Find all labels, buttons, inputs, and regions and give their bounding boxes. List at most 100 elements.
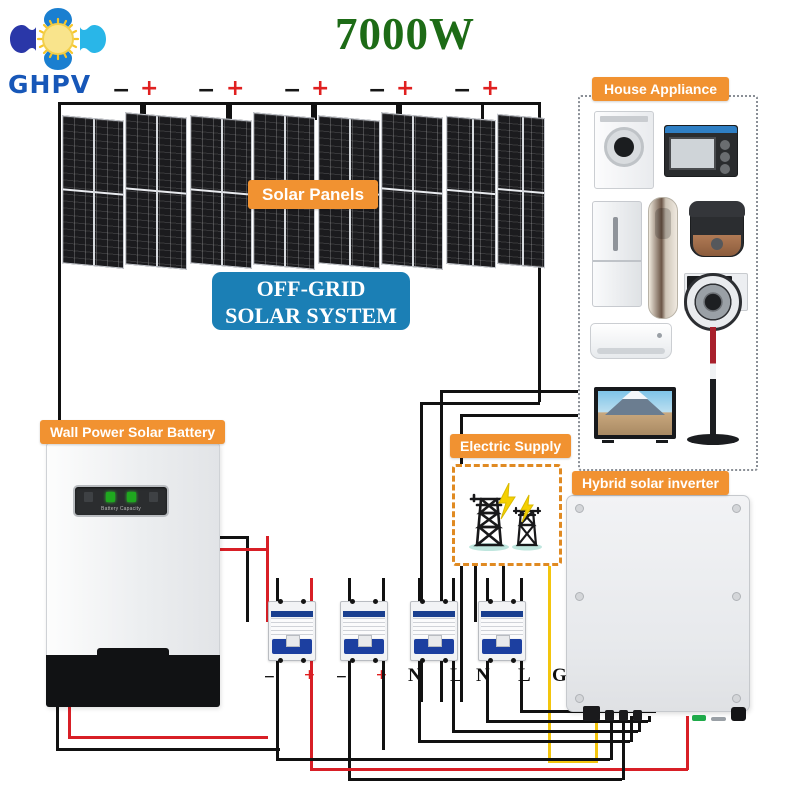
string-polarity-8: + xyxy=(396,76,415,101)
tower-air-conditioner-icon xyxy=(648,197,678,319)
inverter-port-row xyxy=(583,705,746,721)
badge-line-2: SOLAR SYSTEM xyxy=(225,303,397,328)
inverter-port-battery xyxy=(583,706,600,721)
ac1-top-n xyxy=(418,578,421,602)
ac1-top-l xyxy=(452,578,455,602)
harness-riser-1 xyxy=(610,716,613,760)
harness-4 xyxy=(452,730,638,733)
pv2-bot-neg xyxy=(348,660,351,780)
string-polarity-7: − xyxy=(368,78,387,103)
solar-panel-3b xyxy=(381,112,443,270)
inverter-screw-mr xyxy=(732,592,741,601)
inverter-screw-bl xyxy=(575,694,584,703)
inverter-screw-br xyxy=(732,694,741,703)
battery-neg-tap xyxy=(218,536,248,539)
pv-breaker-2-left-terminal: − xyxy=(336,667,347,688)
battery-base xyxy=(46,648,220,707)
pv1-top-pos xyxy=(310,578,313,602)
inverter-port-pv3 xyxy=(633,710,642,721)
off-grid-system-badge: OFF-GRID SOLAR SYSTEM xyxy=(212,272,410,330)
harness-red xyxy=(310,768,688,771)
pv1-bot-pos xyxy=(310,660,313,770)
grid-line-l xyxy=(502,560,505,622)
pv-breaker-2[interactable] xyxy=(340,599,388,663)
ac2-top-l xyxy=(520,578,523,602)
string-polarity-4: + xyxy=(226,76,245,101)
pv2-top-pos xyxy=(382,578,385,602)
string-polarity-5: − xyxy=(283,78,302,103)
house-feed-a xyxy=(440,390,578,393)
string-polarity-2: + xyxy=(140,76,159,101)
battery-bottom-red xyxy=(68,736,268,739)
split-air-conditioner-icon xyxy=(590,323,672,359)
solar-panel-4a xyxy=(446,115,496,269)
pv-breaker-1-left-terminal: − xyxy=(264,667,275,688)
ac1-bot-n xyxy=(418,660,421,740)
array-to-inverter-top xyxy=(420,402,540,405)
string-bus-4 xyxy=(314,102,399,105)
electric-supply-label: Electric Supply xyxy=(450,434,572,458)
string-bus-4-left xyxy=(314,102,317,120)
ac-breaker-1[interactable] xyxy=(410,599,458,663)
string-bus-3 xyxy=(229,102,314,105)
battery-display: Battery Capacity xyxy=(73,485,169,517)
rice-cooker-icon xyxy=(689,201,745,257)
inverter-screw-ml xyxy=(575,592,584,601)
ac-breaker-2[interactable] xyxy=(478,599,526,663)
string-bus-2-right xyxy=(226,102,229,120)
sun-logo-icon xyxy=(10,8,106,70)
pv-breaker-1[interactable] xyxy=(268,599,316,663)
page-title: 7000W xyxy=(335,9,475,59)
inverter-port-status xyxy=(692,715,706,721)
string-bus-2-left xyxy=(143,102,146,120)
battery-led-2 xyxy=(105,492,115,502)
grid-line-n xyxy=(474,560,477,622)
television-icon xyxy=(594,387,676,443)
ac2-bot-l xyxy=(520,660,523,710)
harness-red-riser xyxy=(686,716,689,770)
power-pylon-icon xyxy=(469,483,542,551)
ac2-top-n xyxy=(486,578,489,602)
ground-wire-vertical xyxy=(548,560,551,762)
house-appliance-label: House Appliance xyxy=(592,77,730,101)
inverter-port-pv2 xyxy=(619,710,628,721)
ground-terminal-label: G xyxy=(552,665,567,686)
string-polarity-1: − xyxy=(112,78,131,103)
solar-panel-2a xyxy=(190,115,252,269)
inverter-port-ac xyxy=(731,707,746,721)
pv2-top-neg xyxy=(348,578,351,602)
harness-riser-2 xyxy=(622,716,625,780)
electric-supply-box xyxy=(452,464,562,566)
house-appliance-box xyxy=(578,95,758,471)
hybrid-inverter-label: Hybrid solar inverter xyxy=(572,471,729,495)
string-bus-3-right xyxy=(311,102,314,120)
battery-led-3 xyxy=(127,492,137,502)
inverter-screw-tr xyxy=(732,504,741,513)
wall-battery-label: Wall Power Solar Battery xyxy=(40,420,226,444)
string-polarity-3: − xyxy=(197,78,216,103)
ground-wire-to-inverter xyxy=(595,716,598,762)
battery-led-row xyxy=(84,492,158,503)
ac-line-1 xyxy=(420,402,423,702)
harness-1 xyxy=(276,758,610,761)
battery-led-1 xyxy=(84,492,93,502)
toaster-oven-icon xyxy=(664,125,738,177)
inverter-port-pv1 xyxy=(605,710,614,721)
house-feed-b xyxy=(460,414,578,417)
hybrid-solar-inverter xyxy=(566,495,750,721)
pv-breaker-1-right-terminal: + xyxy=(304,666,315,685)
solar-panel-1b xyxy=(125,112,187,270)
string-polarity-9: − xyxy=(453,78,472,103)
harness-riser-3 xyxy=(630,716,633,742)
harness-2 xyxy=(348,778,622,781)
string-bus-4-right xyxy=(396,102,399,120)
refrigerator-icon xyxy=(592,201,642,307)
ac-line-2 xyxy=(440,390,443,702)
ac1-bot-l xyxy=(452,660,455,730)
solar-panels-label: Solar Panels xyxy=(248,180,379,209)
harness-riser-5 xyxy=(648,716,651,722)
string-bus-5 xyxy=(399,102,484,105)
brand-name: GHPV xyxy=(8,70,92,99)
ground-wire-horizontal xyxy=(548,760,598,763)
